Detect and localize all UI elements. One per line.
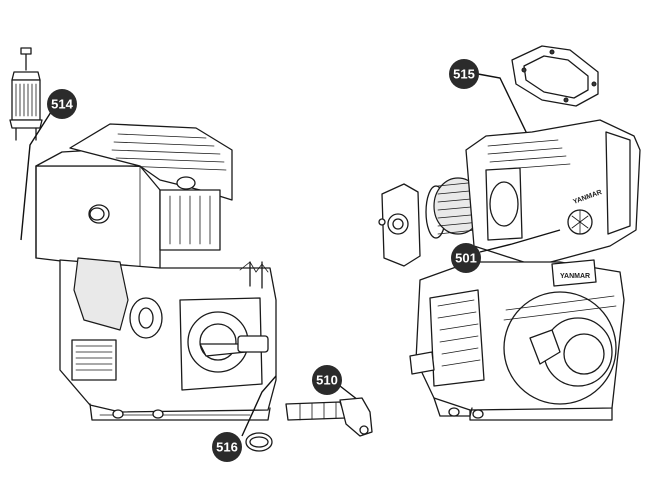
leader-510 [339,385,359,401]
brand-label-side: YANMAR [560,273,590,280]
gasket-515 [511,45,599,107]
callout-515: 515 [449,59,479,89]
callout-515-label: 515 [453,67,475,82]
cylinder-head-left [69,123,233,251]
callout-514: 514 [47,89,77,119]
leader-514 [20,111,52,241]
callout-514-label: 514 [51,97,73,112]
cylinder-head-right: YANMAR [465,119,641,267]
left-engine [9,47,373,452]
crankcase-left [59,257,277,421]
leader-516 [241,375,277,437]
fuel-filter [9,47,43,141]
callout-516-label: 516 [216,440,238,455]
seal-ring-516 [245,432,273,452]
crankcase-right: YANMAR [409,259,625,421]
leader-501 [479,229,561,253]
dipstick-510 [285,397,373,437]
callout-501: 501 [451,243,481,273]
leader-515 [477,73,529,137]
callout-510: 510 [312,365,342,395]
callout-510-label: 510 [316,373,338,388]
fuel-tank [35,149,161,271]
callout-501-label: 501 [455,251,477,266]
callout-516: 516 [212,432,242,462]
right-engine: YANMAR YANMAR [378,45,641,421]
